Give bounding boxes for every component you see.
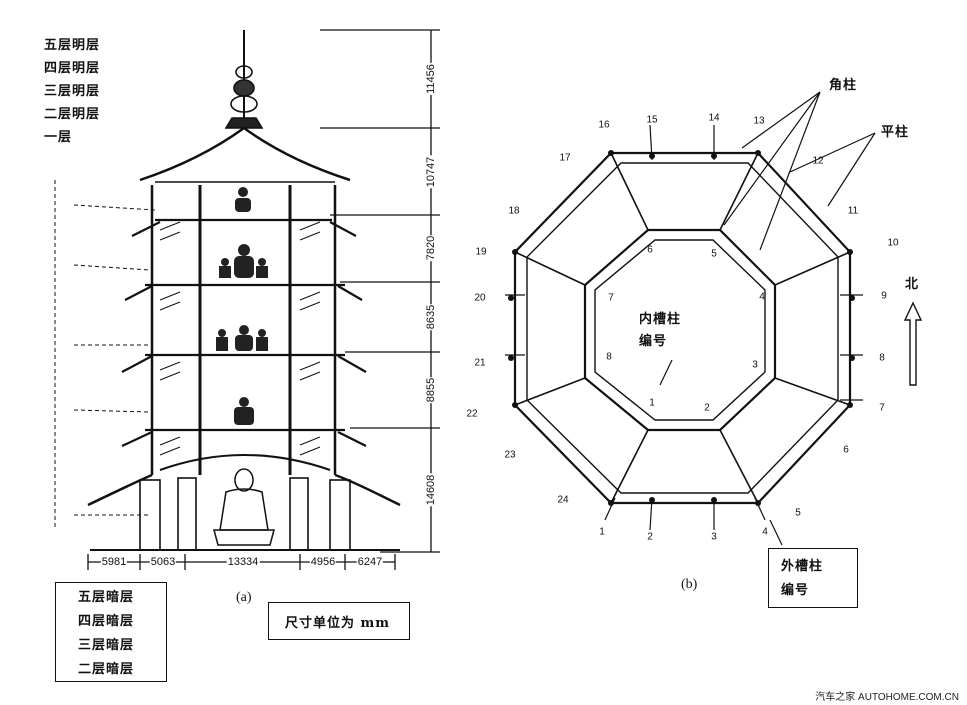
outer-col-10: 10 xyxy=(887,237,899,249)
flat-column-label: 平柱 xyxy=(881,125,910,140)
inner-col-1: 1 xyxy=(649,397,655,409)
vertical-dimension-line xyxy=(320,29,440,553)
dim-height-2: 10747 xyxy=(425,155,437,189)
floor-label-1: 一层 xyxy=(44,130,73,145)
north-arrow xyxy=(903,301,923,386)
column-plan xyxy=(505,91,923,546)
dim-width-4: 4956 xyxy=(309,556,337,568)
outer-col-9: 9 xyxy=(881,290,887,302)
floor-label-3-dark: 三层暗层 xyxy=(78,638,135,653)
unit-note-box: 尺寸单位为 mm xyxy=(268,602,410,640)
inner-col-7: 7 xyxy=(608,292,614,304)
inner-col-3: 3 xyxy=(752,359,758,371)
inner-col-6: 6 xyxy=(647,244,653,256)
caption-a: (a) xyxy=(236,590,252,605)
inner-columns-label-line2: 编号 xyxy=(639,334,668,349)
outer-col-8: 8 xyxy=(879,352,885,364)
dark-floor-box: 五层暗层 四层暗层 三层暗层 二层暗层 xyxy=(55,582,167,682)
dim-width-2: 5063 xyxy=(149,556,177,568)
outer-col-22: 22 xyxy=(466,408,478,420)
outer-col-18: 18 xyxy=(508,205,520,217)
inner-col-8: 8 xyxy=(606,351,612,363)
outer-col-17: 17 xyxy=(559,152,571,164)
outer-col-19: 19 xyxy=(475,246,487,258)
outer-col-16: 16 xyxy=(598,119,610,131)
floor-label-4-dark: 四层暗层 xyxy=(78,614,135,629)
outer-col-1: 1 xyxy=(599,526,605,538)
outer-col-6: 6 xyxy=(843,444,849,456)
outer-col-4: 4 xyxy=(762,526,768,538)
dim-width-3: 13334 xyxy=(226,556,260,568)
dim-height-3: 7820 xyxy=(425,234,437,262)
dim-height-5: 8855 xyxy=(425,376,437,404)
outer-col-14: 14 xyxy=(708,112,720,124)
outer-col-20: 20 xyxy=(474,292,486,304)
source-watermark: 汽车之家 AUTOHOME.COM.CN xyxy=(815,692,959,703)
inner-col-5: 5 xyxy=(711,248,717,260)
inner-columns-label-line1: 内槽柱 xyxy=(639,312,682,327)
outer-col-7: 7 xyxy=(879,402,885,414)
inner-columns-label-box: 内槽柱 编号 xyxy=(633,304,705,354)
outer-col-3: 3 xyxy=(711,531,717,543)
floor-label-2-dark: 二层暗层 xyxy=(78,662,135,677)
dim-height-6: 14608 xyxy=(425,473,437,507)
pagoda-elevation xyxy=(54,30,401,551)
outer-columns-label-line2: 编号 xyxy=(781,583,810,598)
inner-col-2: 2 xyxy=(704,402,710,414)
corner-column-label: 角柱 xyxy=(829,78,858,93)
outer-col-11: 11 xyxy=(847,205,859,217)
outer-col-5: 5 xyxy=(795,507,801,519)
outer-col-21: 21 xyxy=(474,357,486,369)
floor-label-5-dark: 五层暗层 xyxy=(78,590,135,605)
dim-width-5: 6247 xyxy=(356,556,384,568)
outer-col-12: 12 xyxy=(812,155,824,167)
outer-col-23: 23 xyxy=(504,449,516,461)
floor-label-4-bright: 四层明层 xyxy=(44,61,101,76)
outer-columns-label-line1: 外槽柱 xyxy=(781,559,824,574)
unit-note: 尺寸单位为 mm xyxy=(285,616,391,631)
caption-b: (b) xyxy=(681,577,698,592)
floor-label-3-bright: 三层明层 xyxy=(44,84,101,99)
north-label: 北 xyxy=(905,277,920,292)
floor-label-2-bright: 二层明层 xyxy=(44,107,101,122)
outer-col-15: 15 xyxy=(646,114,658,126)
inner-col-4: 4 xyxy=(759,291,765,303)
floor-label-5-bright: 五层明层 xyxy=(44,38,101,53)
outer-col-24: 24 xyxy=(557,494,569,506)
dim-width-1: 5981 xyxy=(100,556,128,568)
outer-col-13: 13 xyxy=(753,115,765,127)
dim-height-1: 11456 xyxy=(425,63,437,95)
dim-height-4: 8635 xyxy=(425,303,437,331)
outer-col-2: 2 xyxy=(647,531,653,543)
outer-columns-label-box: 外槽柱 编号 xyxy=(768,548,858,608)
